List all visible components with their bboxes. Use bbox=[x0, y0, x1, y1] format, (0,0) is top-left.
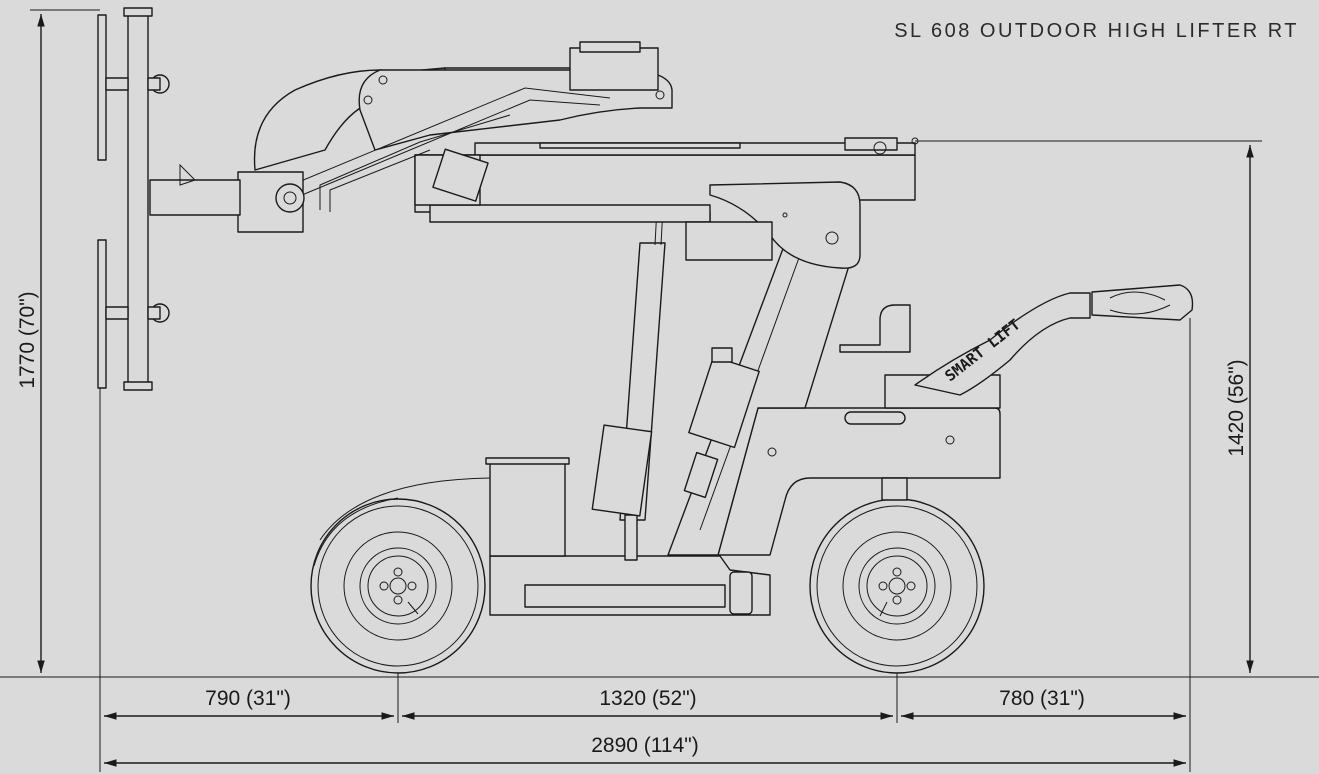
rear-wheel bbox=[809, 498, 985, 674]
suction-pad-bottom bbox=[97, 239, 107, 389]
battery-lid bbox=[485, 457, 570, 465]
battery-box bbox=[489, 461, 566, 557]
wheelbase-label: 1320 (52") bbox=[599, 687, 696, 710]
rear-overhang-label: 780 (31") bbox=[999, 687, 1085, 710]
cylinder-foot bbox=[624, 514, 638, 561]
chassis-step bbox=[524, 584, 726, 608]
length-total-label: 2890 (114") bbox=[591, 734, 698, 757]
vacuum-unit bbox=[569, 47, 659, 91]
suction-pad-top bbox=[97, 14, 107, 161]
head-mount bbox=[149, 179, 241, 216]
tiller-bracket bbox=[839, 304, 911, 353]
dimension-lines bbox=[0, 9, 1319, 772]
boom-motor bbox=[685, 221, 773, 261]
tiller-arm bbox=[914, 292, 1091, 396]
boom-cylinder bbox=[429, 204, 711, 223]
mast-head bbox=[709, 181, 861, 269]
front-overhang-label: 790 (31") bbox=[205, 687, 291, 710]
height-rear-label: 1420 (56") bbox=[1225, 359, 1248, 456]
front-wheel bbox=[310, 477, 491, 674]
product-title: SL 608 OUTDOOR HIGH LIFTER RT bbox=[894, 20, 1299, 42]
suction-frame bbox=[127, 9, 149, 389]
pad-knob-bottom bbox=[105, 303, 170, 323]
tiller-grip bbox=[1091, 284, 1194, 321]
pad-knob-top bbox=[105, 74, 170, 94]
rear-support bbox=[881, 477, 908, 501]
control-box bbox=[688, 355, 760, 449]
pump-unit bbox=[591, 424, 653, 517]
machine-outline: SMART LIFT bbox=[97, 7, 1194, 674]
chassis-bumper bbox=[729, 571, 753, 615]
height-total-label: 1770 (70") bbox=[16, 291, 39, 388]
